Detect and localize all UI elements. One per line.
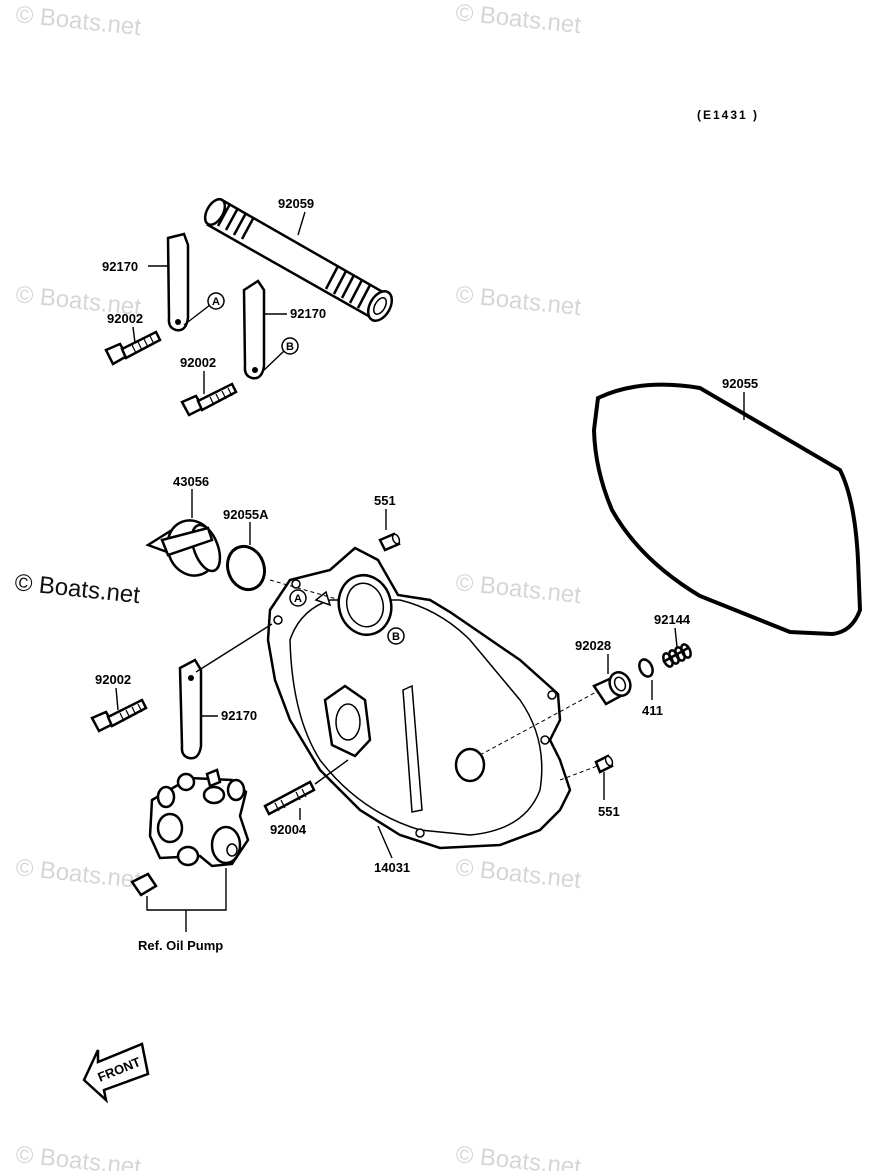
leader-line <box>115 687 119 711</box>
alignment-line <box>559 764 601 781</box>
part-label-551: 551 <box>598 804 620 819</box>
part-92059-hose <box>203 197 394 322</box>
part-92144-spring <box>662 643 692 668</box>
ref-oil-pump-illustration <box>130 768 250 897</box>
part-92055-gasket <box>591 382 863 637</box>
watermark-text: © Boats.net <box>14 1141 142 1171</box>
front-direction-arrow: FRONT <box>82 1042 150 1104</box>
part-92002-bolt <box>90 698 148 733</box>
part-92028-bushing <box>592 671 632 706</box>
marker-b: B <box>392 631 400 643</box>
leader-line <box>674 627 678 648</box>
part-label-92170: 92170 <box>102 259 138 274</box>
marker-b: B <box>286 341 294 353</box>
diagram-code: (E1431 ) <box>697 108 759 122</box>
part-label-551: 551 <box>374 493 396 508</box>
clamp-hole <box>252 367 258 373</box>
leader-line <box>132 326 136 344</box>
leader-line <box>261 350 285 373</box>
part-43056-cap <box>145 519 222 577</box>
watermark-text: © Boats.net <box>454 854 582 894</box>
marker-circle-a <box>207 292 225 310</box>
part-92170-clamp <box>242 279 266 380</box>
watermark-text: © Boats.net <box>454 1141 582 1171</box>
watermark-text: © Boats.net <box>454 0 582 39</box>
part-label-411: 411 <box>642 703 663 718</box>
clamp-hole <box>175 319 181 325</box>
part-label-92004: 92004 <box>270 822 307 837</box>
part-label-14031: 14031 <box>374 860 410 875</box>
alignment-line <box>269 579 341 601</box>
part-92002-bolt <box>180 382 238 417</box>
watermark-text: © Boats.net <box>14 854 142 894</box>
part-label-92002: 92002 <box>180 355 216 370</box>
part-label-92055: 92055 <box>722 376 758 391</box>
part-label-92028: 92028 <box>575 638 611 653</box>
watermark-text: © Boats.net <box>14 1 142 41</box>
watermark-text: © Boats.net <box>454 281 582 321</box>
part-92170-clamp <box>178 658 203 760</box>
leader-line <box>195 623 273 673</box>
leader-line <box>183 304 211 326</box>
part-label-92059: 92059 <box>278 196 314 211</box>
part-411-washer <box>638 658 654 678</box>
marker-a: A <box>212 296 220 308</box>
marker-a: A <box>294 593 302 605</box>
marker-circle-b <box>387 627 405 645</box>
part-92004-stud <box>263 780 316 816</box>
leader-line <box>377 825 393 859</box>
part-551-dowel <box>378 532 401 552</box>
part-92055A-o-ring <box>225 544 267 592</box>
part-14031-cover <box>266 546 572 850</box>
part-551-dowel <box>594 754 614 774</box>
ref-oil-pump-label: Ref. Oil Pump <box>138 938 223 953</box>
marker-circle-a <box>289 589 307 607</box>
part-label-43056: 43056 <box>173 474 209 489</box>
part-label-92055A: 92055A <box>223 507 269 522</box>
part-label-92002: 92002 <box>107 311 143 326</box>
marker-circle-b <box>281 337 299 355</box>
oil-pump-bracket-line <box>146 868 227 911</box>
part-label-92002: 92002 <box>95 672 131 687</box>
watermark-text: © Boats.net <box>454 569 582 609</box>
part-92170-clamp <box>166 232 190 332</box>
part-label-92144: 92144 <box>654 612 691 627</box>
alignment-line <box>479 689 601 756</box>
part-label-92170: 92170 <box>290 306 326 321</box>
part-92002-bolt <box>104 330 162 366</box>
clamp-hole <box>188 675 194 681</box>
leader-line <box>314 759 349 785</box>
part-label-92170: 92170 <box>221 708 257 723</box>
leader-line <box>297 211 306 236</box>
watermark-main: © Boats.net <box>13 569 141 609</box>
